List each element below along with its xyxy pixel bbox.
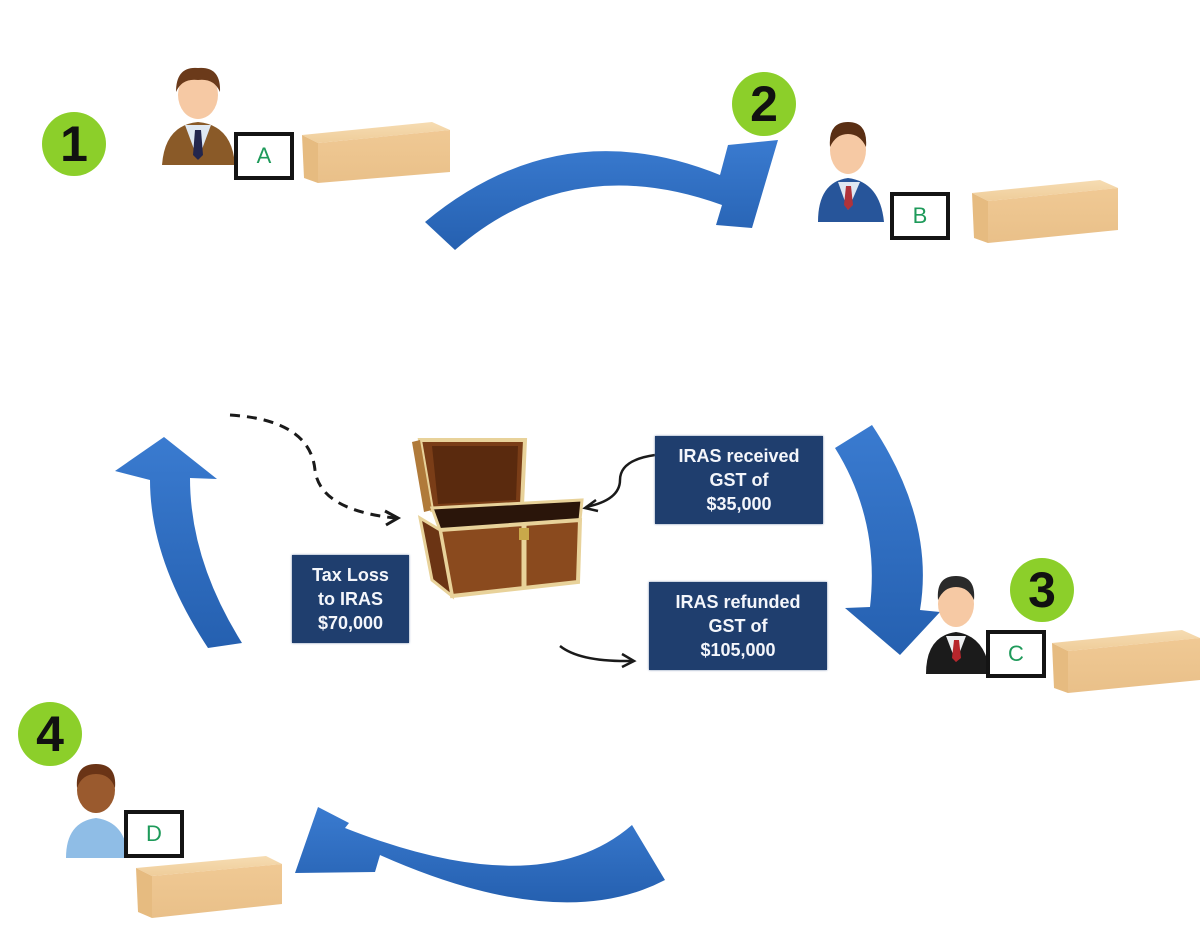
cardboard-box-icon [136, 856, 282, 918]
info-box-amount: $35,000 [706, 494, 772, 514]
cardboard-box-icon [302, 122, 450, 183]
businessman-brown-suit-icon [162, 67, 235, 165]
party-label-d: D [124, 810, 184, 858]
info-box-tax-loss: Tax Loss to IRAS $70,000 [292, 555, 409, 643]
info-box-amount: $70,000 [317, 613, 384, 633]
connector-arrowhead [621, 652, 637, 669]
cardboard-box-icon [1052, 630, 1200, 693]
dashed-connector-to-chest [229, 413, 396, 520]
info-box-line: IRAS received [678, 446, 800, 466]
arrow-d-to-a [115, 437, 242, 648]
step-badge-4: 4 [18, 702, 82, 766]
info-box-amount: $105,000 [700, 640, 776, 660]
info-box-line: GST of [708, 616, 768, 636]
connector-received-to-chest [585, 453, 656, 509]
step-badge-3: 3 [1010, 558, 1074, 622]
connector-to-refunded [559, 645, 633, 663]
info-box-line: GST of [709, 470, 769, 490]
step-badge-1: 1 [42, 112, 106, 176]
info-box-iras-refunded: IRAS refunded GST of $105,000 [649, 582, 827, 670]
info-box-line: Tax Loss [312, 565, 389, 585]
cardboard-box-icon [972, 180, 1118, 243]
info-box-line: IRAS refunded [675, 592, 801, 612]
step-badge-2: 2 [732, 72, 796, 136]
arrow-b-to-c [835, 425, 940, 655]
connector-arrowhead [582, 498, 599, 513]
treasure-chest-icon [412, 438, 584, 600]
party-label-b: B [890, 192, 950, 240]
person-light-blue-shirt-icon [66, 764, 128, 858]
businessman-black-suit-icon [926, 576, 990, 674]
arrow-c-to-d [295, 807, 665, 903]
info-box-iras-received: IRAS received GST of $35,000 [655, 436, 823, 524]
info-box-line: to IRAS [318, 589, 383, 609]
businessman-blue-suit-icon [818, 122, 884, 222]
dashed-arrowhead [384, 509, 402, 527]
party-label-a: A [234, 132, 294, 180]
party-label-c: C [986, 630, 1046, 678]
arrow-a-to-b [425, 140, 778, 250]
